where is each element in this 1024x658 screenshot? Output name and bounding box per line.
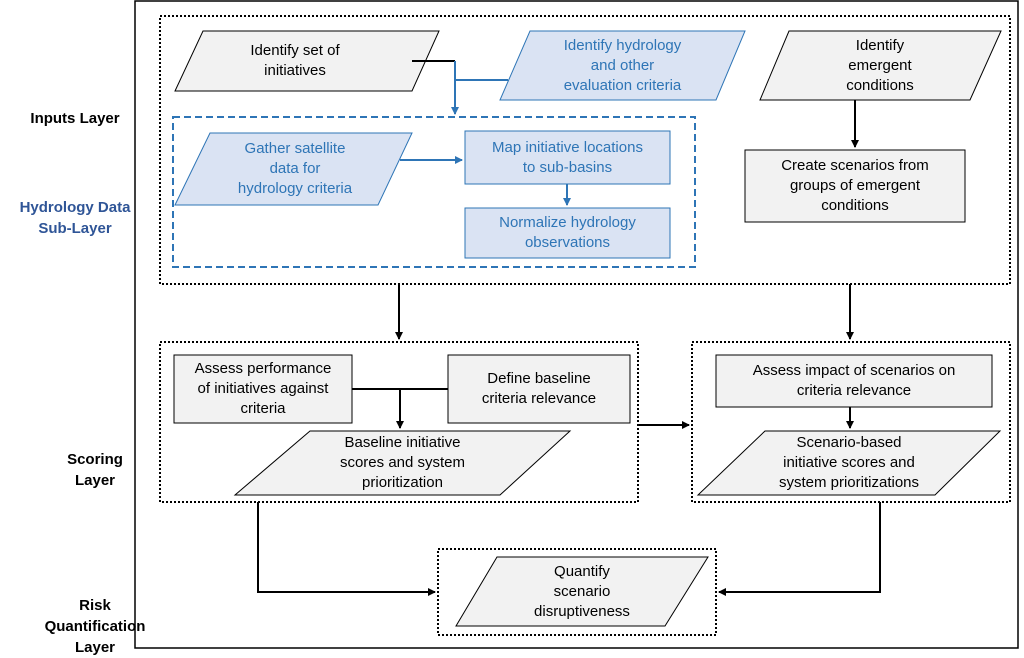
hydrology-sub-layer-group [172,116,696,268]
map-locations-node: Map initiative locations to sub-basins [465,131,670,184]
risk-layer-label: Risk Quantification Layer [40,574,150,658]
scoring-layer-text: Scoring Layer [67,451,123,489]
assess-impact-node: Assess impact of scenarios on criteria r… [716,355,992,407]
identify-hydrology-node: Identify hydrology and other evaluation … [515,31,730,100]
hydrology-sub-layer-label: Hydrology Data Sub-Layer [0,176,150,239]
identify-initiatives-shape [174,30,440,92]
scoring-right-group [691,341,1011,503]
gather-satellite-text: Gather satellite data for hydrology crit… [237,140,353,197]
normalize-hydrology-node: Normalize hydrology observations [465,208,670,258]
risk-layer-group [437,548,717,636]
define-baseline-text: Define baseline criteria relevance [481,370,597,407]
quantify-text: Quantify scenario disruptiveness [534,562,630,620]
create-scenarios-shape [744,149,966,223]
map-locations-shape [464,130,671,185]
define-baseline-shape [447,354,631,424]
scenario-scores-node: Scenario-based initiative scores and sys… [730,431,968,495]
assess-performance-text: Assess performance of initiatives agains… [194,360,332,417]
quantify-node: Quantify scenario disruptiveness [476,557,688,626]
assess-impact-text: Assess impact of scenarios on criteria r… [752,362,956,399]
identify-initiatives-text: Identify set of initiatives [250,42,340,79]
define-baseline-node: Define baseline criteria relevance [448,355,630,423]
baseline-scores-node: Baseline initiative scores and system pr… [270,431,535,495]
inputs-layer-group [159,15,1011,285]
baseline-scores-shape [233,430,572,496]
assess-impact-shape [715,354,993,408]
arrow-scoring-right-to-quantify [718,502,881,596]
hydrology-sub-layer-text: Hydrology Data Sub-Layer [19,199,131,237]
create-scenarios-node: Create scenarios from groups of emergent… [745,150,965,222]
inputs-layer-label: Inputs Layer [0,108,150,129]
arrow-scoring-left-to-quantify [257,502,436,596]
map-locations-text: Map initiative locations to sub-basins [492,138,643,176]
outer-frame [134,0,1019,649]
scenario-scores-shape [696,430,1002,496]
assess-performance-shape [173,354,353,424]
inputs-layer-text: Inputs Layer [30,110,120,127]
identify-emergent-shape [759,30,1002,101]
create-scenarios-text: Create scenarios from groups of emergent… [781,157,929,214]
scoring-left-group [159,341,639,503]
assess-performance-node: Assess performance of initiatives agains… [174,355,352,423]
risk-layer-text: Risk Quantification Layer [44,597,146,656]
scoring-layer-label: Scoring Layer [45,428,145,491]
quantify-shape [455,556,709,627]
gather-satellite-node: Gather satellite data for hydrology crit… [195,133,395,205]
identify-hydrology-text: Identify hydrology and other evaluation … [563,36,682,94]
baseline-scores-text: Baseline initiative scores and system pr… [339,434,466,491]
identify-emergent-node: Identify emergent conditions [775,31,985,100]
identify-initiatives-node: Identify set of initiatives [195,31,395,91]
identify-hydrology-shape [499,30,746,101]
gather-satellite-shape [174,132,413,206]
normalize-hydrology-text: Normalize hydrology observations [499,214,636,251]
normalize-hydrology-shape [464,207,671,259]
scenario-scores-text: Scenario-based initiative scores and sys… [778,434,920,491]
identify-emergent-text: Identify emergent conditions [846,36,914,94]
